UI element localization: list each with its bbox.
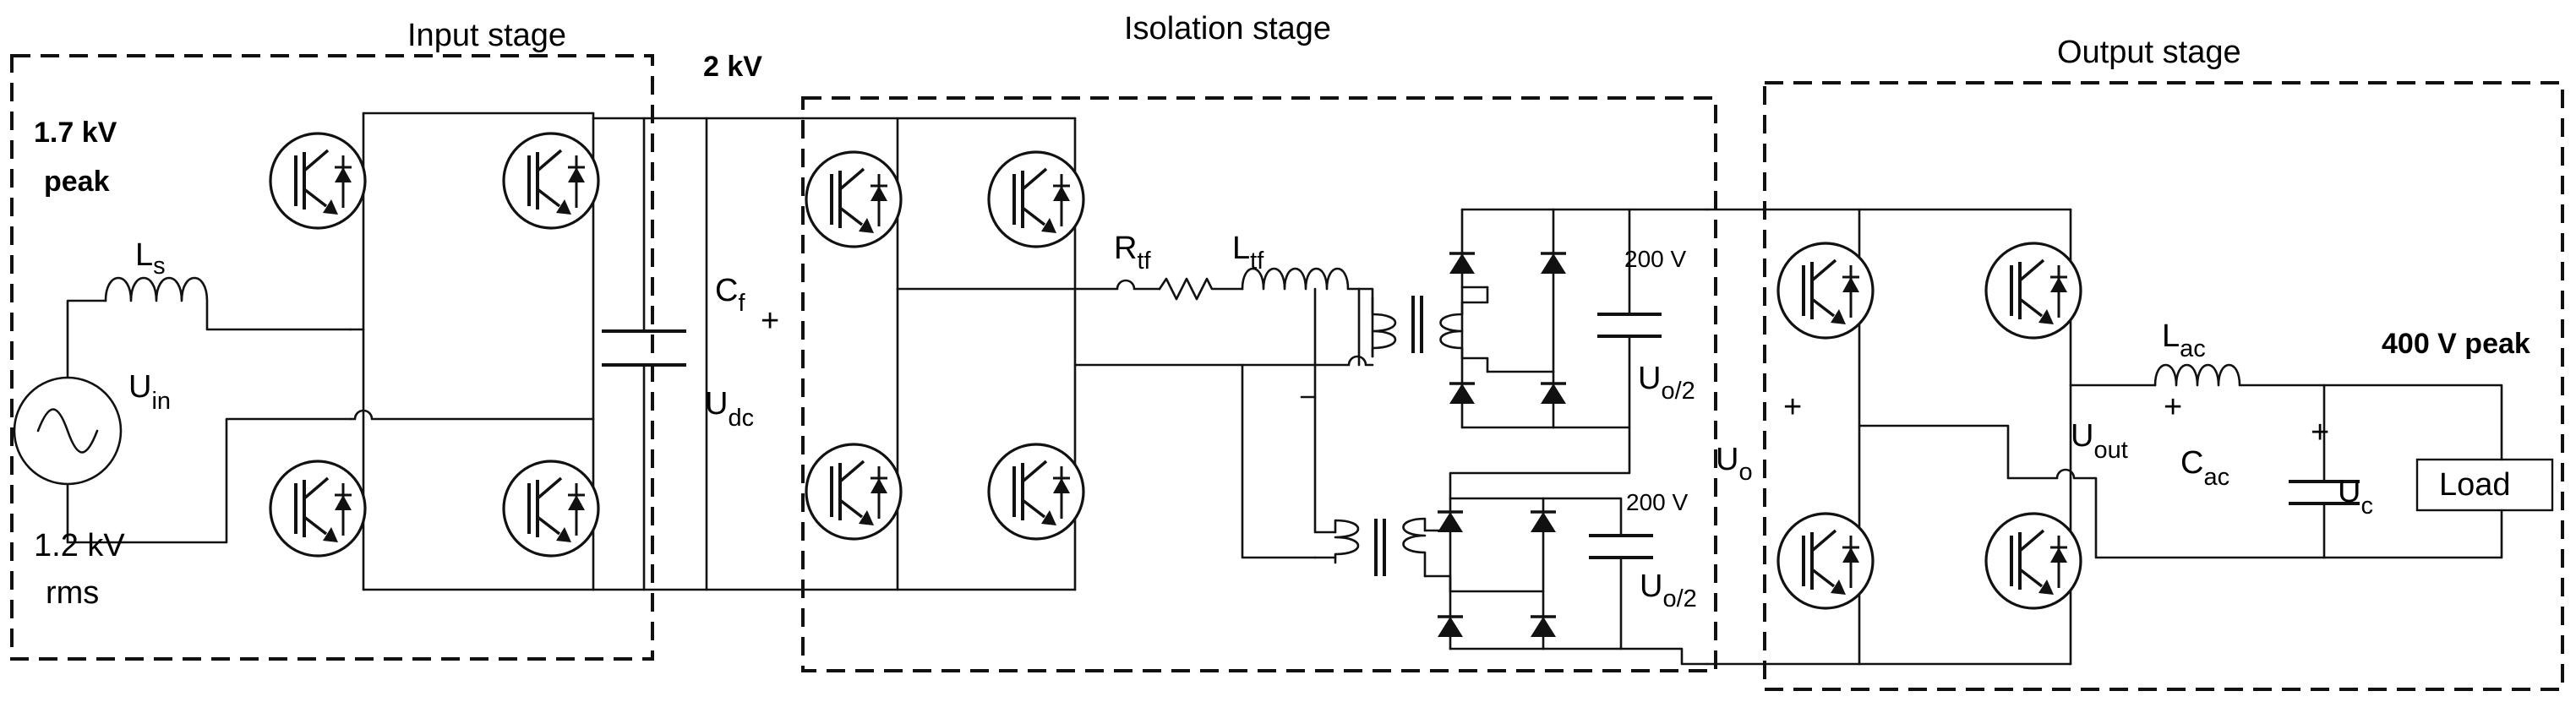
- load-box: [2415, 458, 2554, 512]
- igbt-out-3: [1776, 512, 1875, 610]
- udc-label: Udc: [705, 386, 754, 432]
- peak-voltage-label-2: peak: [44, 166, 110, 198]
- output-stage-title: Output stage: [2057, 35, 2241, 70]
- igbt-input-3: [269, 460, 367, 558]
- inductor-ltf: [1241, 267, 1361, 291]
- diode-upper-3: [1448, 382, 1476, 405]
- diode-lower-3: [1436, 615, 1465, 639]
- diode-lower-1: [1436, 510, 1465, 534]
- igbt-iso-2: [987, 150, 1085, 248]
- uin-label: Uin: [128, 369, 171, 415]
- cap-upper-voltage-label: 200 V: [1624, 246, 1686, 272]
- transformer-2: [1334, 517, 1427, 578]
- diode-lower-2: [1529, 510, 1558, 534]
- uc-label: Uc: [2338, 474, 2373, 520]
- rtf-label: Rtf: [1114, 231, 1152, 275]
- igbt-out-4: [1984, 512, 2082, 610]
- lac-label: Lac: [2162, 318, 2206, 362]
- rms-voltage-label: 1.2 kV: [34, 528, 125, 563]
- igbt-iso-3: [805, 443, 903, 541]
- diode-lower-4: [1529, 615, 1558, 639]
- input-stage-title: Input stage: [407, 18, 566, 53]
- isolation-stage-title: Isolation stage: [1124, 11, 1331, 46]
- diode-upper-4: [1539, 382, 1568, 405]
- igbt-input-2: [502, 132, 600, 230]
- cap-lower-voltage-label: 200 V: [1626, 489, 1688, 515]
- cf-label: Cf: [715, 273, 745, 317]
- uout-label: Uout: [2071, 418, 2128, 464]
- diode-upper-2: [1539, 252, 1568, 275]
- transformer-1: [1371, 296, 1464, 360]
- uo-plus-sign: +: [1783, 389, 1802, 425]
- resistor-rtf: [1158, 277, 1244, 301]
- igbt-input-1: [269, 132, 367, 230]
- inductor-lac: [2153, 363, 2326, 387]
- uo-label: Uo: [1716, 442, 1753, 486]
- ltf-label: Ltf: [1232, 231, 1264, 275]
- uo2-bottom-label: Uo/2: [1640, 569, 1697, 612]
- output-peak-label: 400 V peak: [2382, 328, 2530, 360]
- dc-link-voltage-label: 2 kV: [703, 51, 762, 83]
- cf-plus-sign: +: [761, 303, 779, 339]
- isolation-stage-box: [801, 96, 1717, 672]
- lac-plus-sign: +: [2164, 389, 2182, 425]
- igbt-iso-4: [987, 443, 1085, 541]
- ac-source: [13, 376, 123, 486]
- igbt-out-2: [1984, 242, 2082, 340]
- ls-label: Ls: [135, 237, 166, 280]
- diode-upper-1: [1448, 252, 1476, 275]
- igbt-iso-1: [805, 150, 903, 248]
- inductor-ls: [104, 276, 352, 331]
- igbt-input-4: [502, 460, 600, 558]
- peak-voltage-label: 1.7 kV: [34, 117, 117, 149]
- output-stage-box: [1763, 81, 2564, 691]
- load-label: Load: [2439, 467, 2511, 503]
- rms-voltage-label-2: rms: [46, 575, 99, 611]
- igbt-out-1: [1776, 242, 1875, 340]
- cac-label: Cac: [2180, 445, 2229, 491]
- input-stage-box: [10, 54, 654, 661]
- uo2-top-label: Uo/2: [1638, 361, 1695, 405]
- uc-plus-sign: +: [2311, 415, 2329, 450]
